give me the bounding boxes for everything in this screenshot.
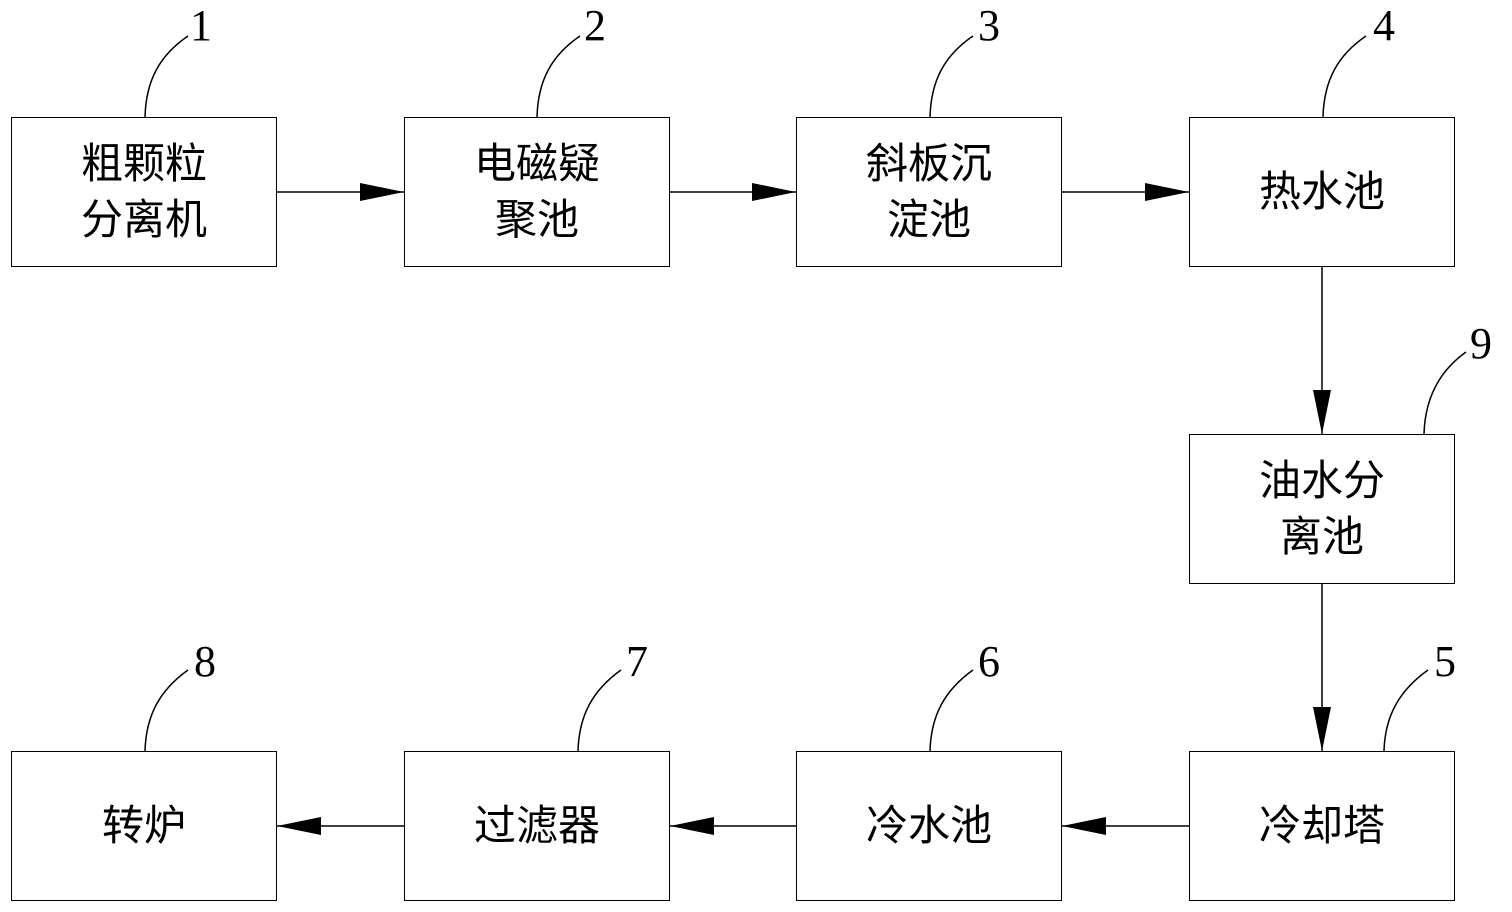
reference-number-9: 9 [1470, 319, 1492, 368]
edge-3-to-4-arrowhead [1145, 183, 1189, 201]
leader-line-9 [1423, 351, 1467, 435]
leader-line-1 [144, 35, 189, 118]
edge-7-to-8-arrowhead [277, 817, 321, 835]
node-1: 粗颗粒分离机 [11, 117, 277, 267]
node-2-label-line: 电磁疑 [473, 139, 600, 188]
leader-line-2 [536, 35, 581, 118]
node-3-label-line: 淀池 [886, 195, 971, 244]
leader-line-8 [144, 669, 189, 752]
node-5-label-line: 冷却塔 [1258, 801, 1385, 850]
node-3: 斜板沉淀池 [796, 117, 1062, 267]
edge-4-to-9-arrowhead [1313, 390, 1331, 434]
node-7: 过滤器 [404, 751, 670, 901]
node-9-label-line: 离池 [1279, 512, 1364, 561]
edge-6-to-7-arrowhead [670, 817, 714, 835]
node-6-label-line: 冷水池 [865, 801, 992, 850]
node-4: 热水池 [1189, 117, 1455, 267]
reference-number-2: 2 [584, 1, 606, 50]
reference-number-6: 6 [978, 637, 1000, 686]
node-2: 电磁疑聚池 [404, 117, 670, 267]
node-7-label-line: 过滤器 [473, 801, 600, 850]
reference-number-4: 4 [1373, 1, 1395, 50]
leader-line-4 [1322, 35, 1367, 118]
node-1-label-line: 分离机 [80, 195, 207, 244]
node-2-label-line: 聚池 [494, 195, 579, 244]
edge-5-to-6-arrowhead [1062, 817, 1106, 835]
edge-9-to-5-arrowhead [1313, 707, 1331, 751]
reference-number-3: 3 [978, 1, 1000, 50]
leader-line-7 [577, 669, 622, 752]
leader-line-6 [929, 669, 974, 752]
node-8-label-line: 转炉 [101, 801, 186, 850]
leader-line-5 [1383, 669, 1429, 752]
leader-line-3 [929, 35, 974, 118]
reference-number-8: 8 [194, 637, 216, 686]
node-9-label-line: 油水分 [1258, 456, 1385, 505]
reference-number-1: 1 [190, 1, 212, 50]
node-5: 冷却塔 [1189, 751, 1455, 901]
edge-1-to-2-arrowhead [360, 183, 404, 201]
node-9: 油水分离池 [1189, 434, 1455, 584]
reference-number-7: 7 [626, 637, 648, 686]
node-4-label-line: 热水池 [1258, 167, 1385, 216]
node-1-label-line: 粗颗粒 [80, 139, 207, 188]
node-3-label-line: 斜板沉 [865, 139, 992, 188]
reference-number-5: 5 [1434, 637, 1456, 686]
node-8: 转炉 [11, 751, 277, 901]
edge-2-to-3-arrowhead [752, 183, 796, 201]
node-6: 冷水池 [796, 751, 1062, 901]
